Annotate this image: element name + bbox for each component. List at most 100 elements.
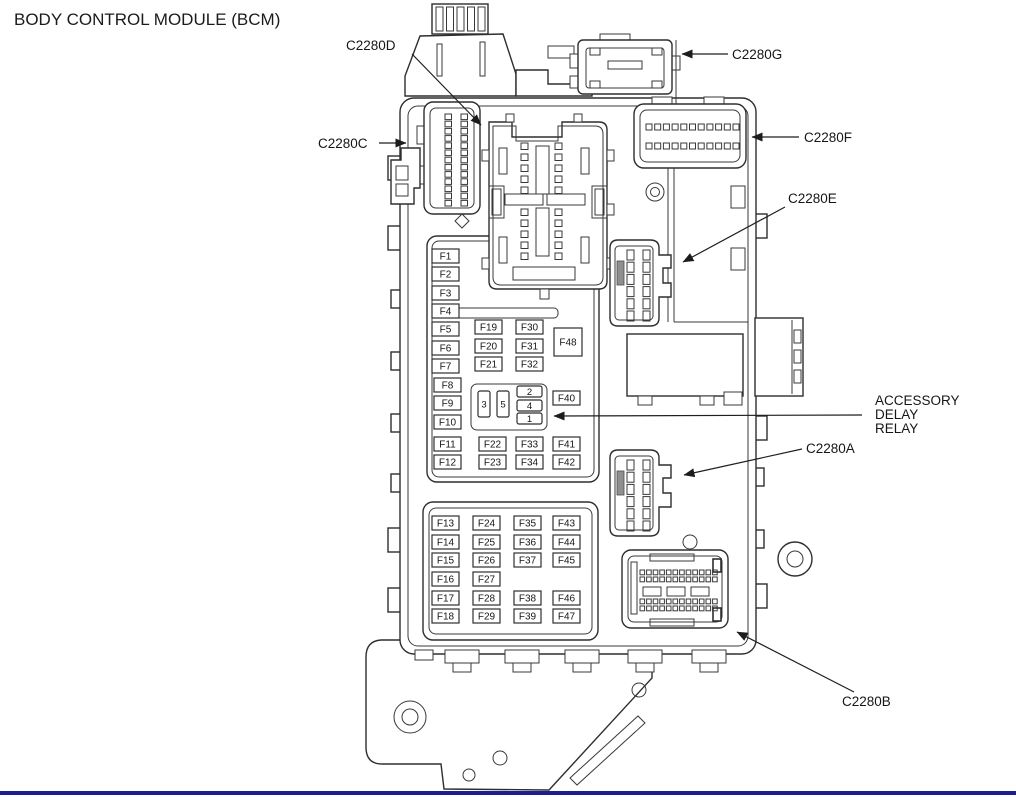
keyed-pin (616, 260, 625, 286)
fuse-label-f46: F46 (558, 594, 576, 605)
labels-layer: F1F2F3F4F5F6F7F8F9F10F11F12F13F14F15F16F… (318, 38, 960, 709)
fuse-f16: F16 (431, 571, 460, 587)
fuse-f11: F11 (433, 436, 462, 452)
fuse-f1: F1 (431, 248, 460, 264)
fuse-label-f6: F6 (440, 344, 452, 355)
fuse-label-f25: F25 (478, 538, 496, 549)
connector-c2280d (481, 113, 615, 300)
fuse-label-f3: F3 (440, 289, 452, 300)
bottom-feet (414, 649, 727, 673)
fuse-label-f26: F26 (478, 556, 496, 567)
connector-c2280e (609, 239, 672, 327)
screw-hole (682, 534, 698, 550)
fuse-f15: F15 (431, 552, 460, 568)
fuse-f7: F7 (431, 358, 460, 374)
top-connector-comb (404, 3, 593, 97)
label-c2280e: C2280E (788, 191, 837, 206)
fuse-label-f16: F16 (437, 575, 455, 586)
fuse-label-f34: F34 (521, 458, 539, 469)
fuse-label-f5: F5 (440, 325, 452, 336)
callout-c2280e: C2280E (682, 191, 837, 263)
fuse-f44: F44 (552, 534, 581, 550)
fuse-label-f9: F9 (442, 399, 454, 410)
c2280d-pin-grid (520, 142, 563, 260)
relay-pin-1: 1 (516, 412, 543, 425)
label-c2280c: C2280C (318, 136, 368, 151)
fuse-f8: F8 (433, 377, 462, 393)
c2280e-slot-grid (626, 249, 651, 322)
fuse-f18: F18 (431, 608, 460, 624)
fuse-f10: F10 (433, 414, 462, 430)
fuse-f39: F39 (513, 608, 542, 624)
fuse-f13: F13 (431, 515, 460, 531)
leader-line-c2280a (683, 448, 803, 478)
mounting-bracket (365, 639, 653, 791)
fuse-label-f1: F1 (440, 252, 452, 263)
label-c2280a: C2280A (806, 441, 855, 456)
fuse-f40: F40 (552, 390, 581, 406)
fuse-f23: F23 (478, 454, 507, 470)
fuse-f24: F24 (472, 515, 501, 531)
fuse-f47: F47 (552, 608, 581, 624)
relay-pin-label-4: 4 (527, 401, 532, 412)
fuse-label-f30: F30 (521, 323, 539, 334)
fuse-label-f43: F43 (558, 519, 576, 530)
upper-fuse-panel (426, 235, 600, 483)
fuse-f28: F28 (472, 590, 501, 606)
connector-c2280g (569, 33, 681, 104)
fuse-f42: F42 (552, 454, 581, 470)
leader-line-c2280d (411, 53, 482, 126)
fuse-label-f24: F24 (478, 519, 496, 530)
fuse-label-f45: F45 (558, 556, 576, 567)
connector-c2280f (633, 96, 747, 169)
fuse-f9: F9 (433, 395, 462, 411)
fuse-label-f44: F44 (558, 538, 576, 549)
accessory-relay-slot (470, 383, 548, 431)
relay-block (626, 333, 744, 406)
fuse-label-f35: F35 (519, 519, 537, 530)
c2280f-pin-grid (645, 123, 740, 150)
fuse-label-f28: F28 (478, 594, 496, 605)
fuse-f22: F22 (478, 436, 507, 452)
relay-pin-3: 3 (477, 390, 491, 418)
callout-c2280f: C2280F (751, 130, 852, 145)
fuse-f43: F43 (552, 515, 581, 531)
fuse-f26: F26 (472, 552, 501, 568)
fuse-label-f32: F32 (521, 360, 539, 371)
fuse-f36: F36 (513, 534, 542, 550)
fuse-label-f42: F42 (558, 458, 576, 469)
fuse-label-f13: F13 (437, 519, 455, 530)
c2280b-pin-grid (639, 569, 718, 612)
fuse-f14: F14 (431, 534, 460, 550)
callout-c2280d: C2280D (346, 38, 482, 126)
leader-line-accessory-delay-relay (553, 411, 863, 421)
relay-pin-2: 2 (516, 385, 543, 398)
callout-c2280b: C2280B (736, 631, 891, 709)
fuse-f31: F31 (515, 338, 544, 354)
relay-pin-label-3: 3 (481, 399, 486, 410)
fuse-label-f21: F21 (480, 360, 498, 371)
fuse-label-f20: F20 (480, 342, 498, 353)
fuse-f46: F46 (552, 590, 581, 606)
fuse-f17: F17 (431, 590, 460, 606)
label-c2280b: C2280B (842, 694, 891, 709)
fuse-f20: F20 (474, 338, 503, 354)
fuse-f5: F5 (431, 321, 460, 337)
bolt-hole (393, 700, 427, 734)
fuse-label-f10: F10 (439, 418, 457, 429)
relay-pin-label-2: 2 (527, 387, 532, 398)
fuse-label-f47: F47 (558, 612, 576, 623)
fuse-label-f4: F4 (440, 307, 452, 318)
fuse-f29: F29 (472, 608, 501, 624)
fuse-label-f17: F17 (437, 594, 455, 605)
connector-c2280c (390, 147, 421, 205)
tall-pin-connector (416, 101, 481, 229)
fuse-label-f11: F11 (439, 440, 456, 451)
fuse-label-f41: F41 (558, 440, 576, 451)
diagonal-slot (569, 715, 646, 786)
screw-hole (645, 182, 665, 202)
fuse-f32: F32 (515, 356, 544, 372)
fuse-f37: F37 (513, 552, 542, 568)
fuse-label-f14: F14 (437, 538, 455, 549)
